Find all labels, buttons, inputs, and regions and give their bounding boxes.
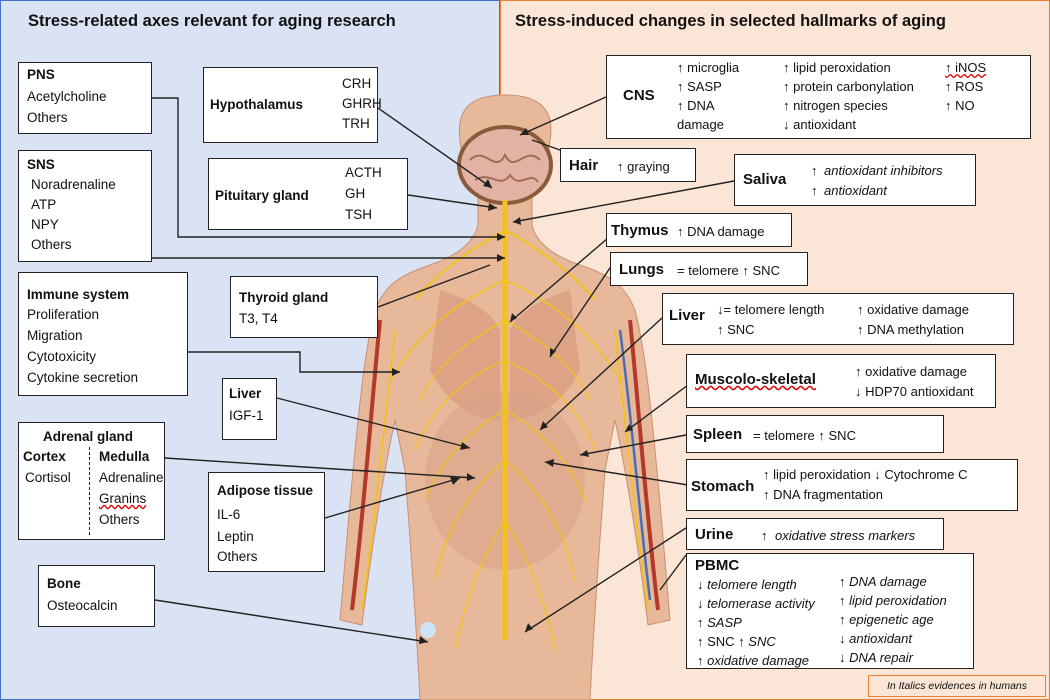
pbmc-item: ↓ DNA repair bbox=[839, 650, 913, 665]
pbmc-item: ↓ antioxidant bbox=[839, 631, 913, 646]
bone-box: Bone Osteocalcin bbox=[38, 565, 155, 627]
pituitary-gland-box: Pituitary gland ACTH GH TSH bbox=[208, 158, 408, 230]
pbmc-item: ↑ lipid peroxidation bbox=[839, 593, 947, 608]
liver-box-right: Liver ↓= telomere length ↑ SNC ↑ oxidati… bbox=[662, 293, 1014, 345]
pbmc-item: ↑ oxidative damage bbox=[697, 653, 810, 668]
pbmc-item: ↓ telomere length bbox=[697, 577, 797, 592]
urine-box: Urine ↑ oxidative stress markers bbox=[686, 518, 944, 550]
immune-system-box: Immune system Proliferation Migration Cy… bbox=[18, 272, 188, 396]
liver-box-left: Liver IGF-1 bbox=[222, 378, 277, 440]
pbmc-box: PBMC ↓ telomere length ↓ telomerase acti… bbox=[686, 553, 974, 669]
footnote: In Italics evidences in humans bbox=[868, 675, 1046, 697]
cns-box: CNS ↑ microglia ↑ SASP ↑ DNA damage ↑ li… bbox=[606, 55, 1031, 139]
spleen-box: Spleen = telomere ↑ SNC bbox=[686, 415, 944, 453]
pns-box: PNS Acetylcholine Others bbox=[18, 62, 152, 134]
saliva-box: Saliva ↑ antioxidant inhibitors ↑ antiox… bbox=[734, 154, 976, 206]
pbmc-item: ↑ epigenetic age bbox=[839, 612, 934, 627]
pbmc-item: ↑ SNC ↑ SNC bbox=[697, 634, 776, 649]
brain bbox=[457, 125, 553, 205]
adrenal-divider bbox=[89, 447, 90, 535]
adrenal-gland-box: Adrenal gland Cortex Cortisol Medulla Ad… bbox=[18, 422, 165, 540]
right-heading: Stress-induced changes in selected hallm… bbox=[515, 12, 946, 30]
pbmc-item: ↑ SASP bbox=[697, 615, 742, 630]
thyroid-gland-box: Thyroid gland T3, T4 bbox=[230, 276, 378, 338]
left-heading: Stress-related axes relevant for aging r… bbox=[28, 12, 396, 30]
pbmc-item: ↓ telomerase activity bbox=[697, 596, 815, 611]
sns-box: SNS Noradrenaline ATP NPY Others bbox=[18, 150, 152, 262]
muscolo-skeletal-box: Muscolo-skeletal ↑ oxidative damage ↓ HD… bbox=[686, 354, 996, 408]
hypothalamus-box: Hypothalamus CRH GHRH TRH bbox=[203, 67, 382, 143]
stomach-box: Stomach ↑ lipid peroxidation ↓ Cytochrom… bbox=[686, 459, 1018, 511]
lungs-box: Lungs = telomere ↑ SNC bbox=[610, 252, 808, 286]
thymus-box: Thymus ↑ DNA damage bbox=[606, 213, 792, 247]
pbmc-item: ↑ DNA damage bbox=[839, 574, 927, 589]
hair-box: Hair ↑ graying bbox=[560, 148, 696, 182]
adipose-tissue-box: Adipose tissue IL-6 Leptin Others bbox=[208, 472, 325, 572]
